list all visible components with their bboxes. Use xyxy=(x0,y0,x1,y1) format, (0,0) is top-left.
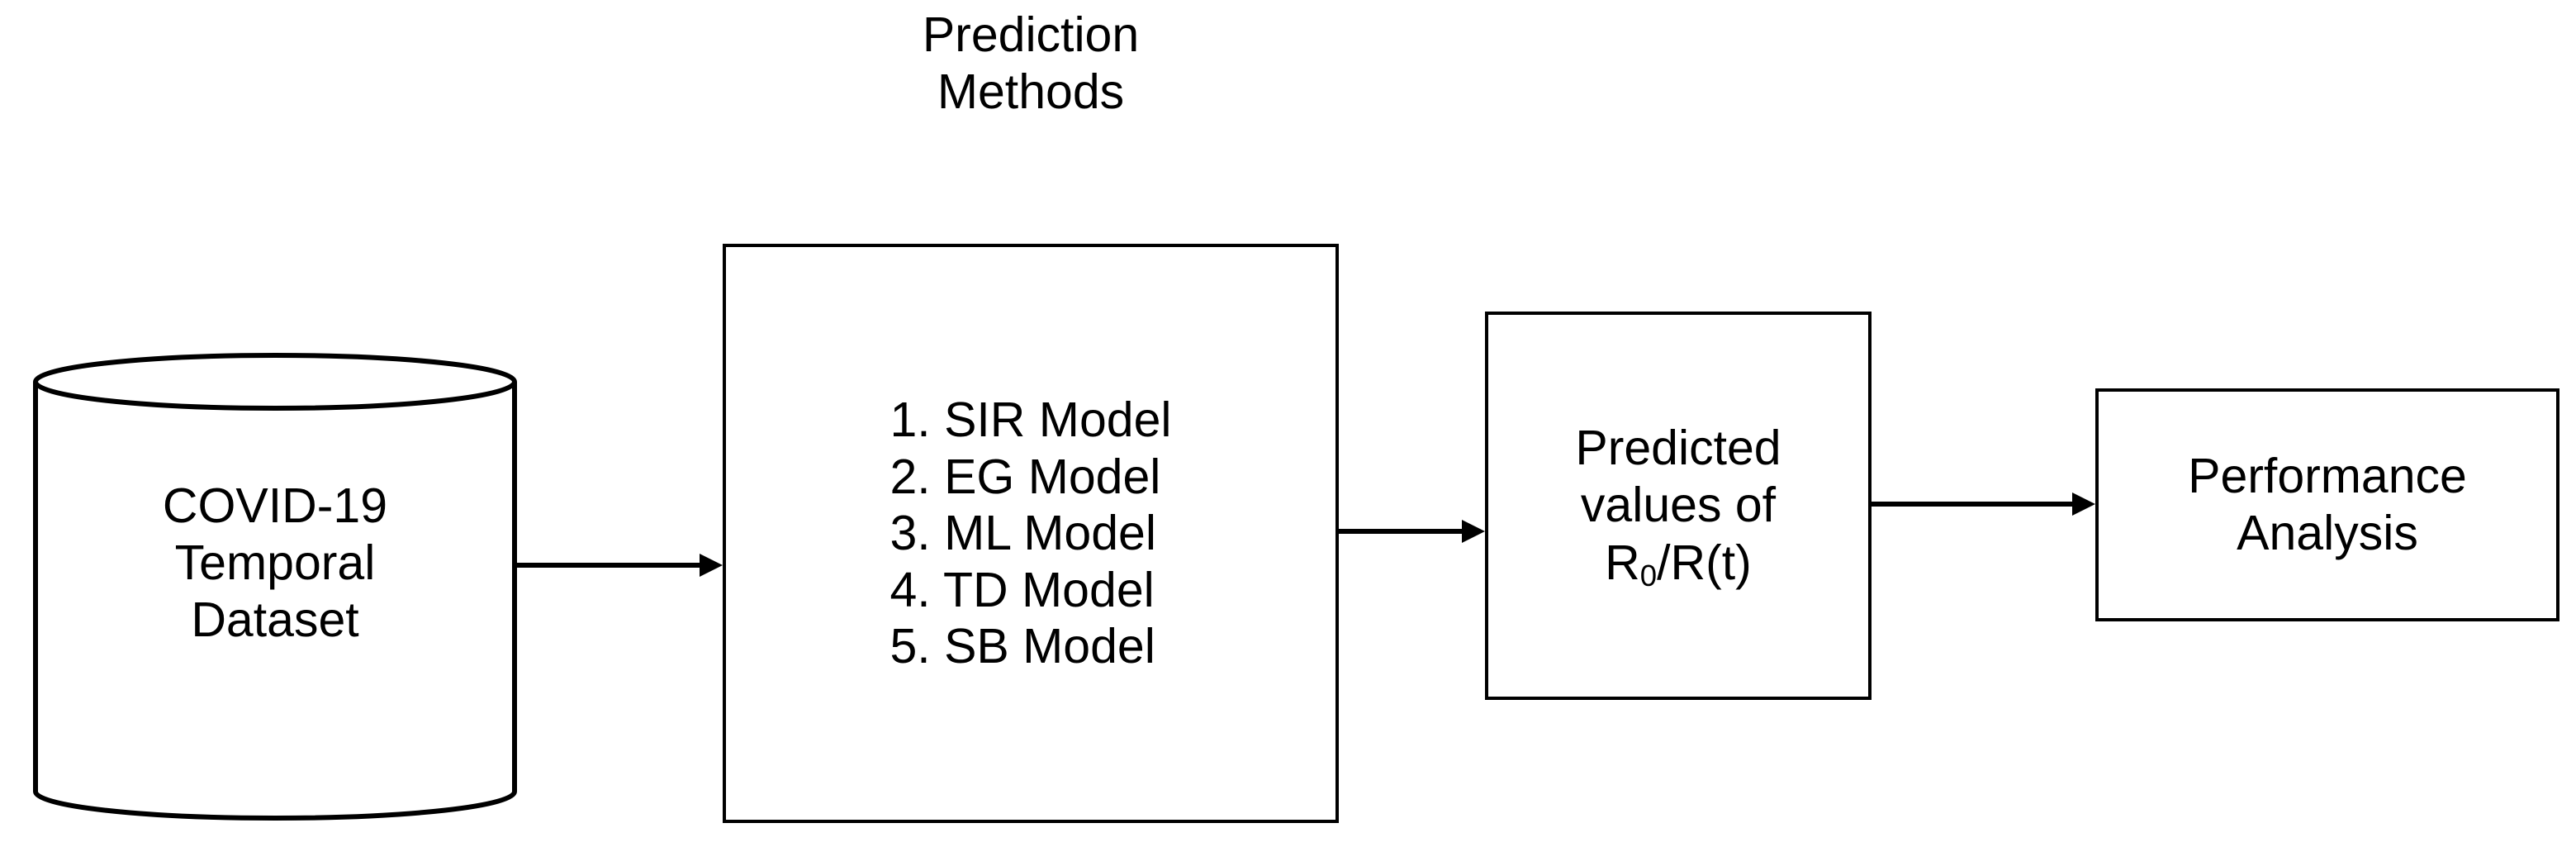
predicted-values-line1: Predicted xyxy=(1575,421,1781,476)
arrow-dataset-to-methods xyxy=(514,549,723,582)
performance-analysis-label: Performance Analysis xyxy=(2188,448,2467,560)
prediction-methods-title: Prediction Methods xyxy=(922,7,1140,120)
arrow-predicted-to-performance xyxy=(1872,488,2095,521)
r-subscript: 0 xyxy=(1639,558,1658,592)
database-label: COVID-19 Temporal Dataset xyxy=(162,478,388,648)
predicted-values-r-line: R0/R(t) xyxy=(1575,535,1781,592)
list-item: 2. EG Model xyxy=(890,449,1161,504)
performance-analysis-box[interactable]: Performance Analysis xyxy=(2095,388,2559,621)
prediction-methods-list: 1. SIR Model 2. EG Model 3. ML Model 4. … xyxy=(890,392,1171,674)
list-item: 3. ML Model xyxy=(890,506,1156,561)
predicted-values-text-group: Predicted values of R0/R(t) xyxy=(1575,420,1781,592)
arrow-methods-to-predicted xyxy=(1339,515,1485,548)
predicted-values-line2: values of xyxy=(1580,478,1777,533)
list-item: 5. SB Model xyxy=(890,619,1155,674)
arrow-icon xyxy=(514,554,723,577)
list-item: 4. TD Model xyxy=(890,562,1155,617)
arrow-icon xyxy=(1872,492,2095,516)
database-cylinder-covid-dataset[interactable]: COVID-19 Temporal Dataset xyxy=(33,353,517,821)
list-item: 1. SIR Model xyxy=(890,393,1172,448)
predicted-values-box[interactable]: Predicted values of R0/R(t) xyxy=(1485,312,1872,700)
r-symbol: R xyxy=(1605,535,1640,590)
r-rest: /R(t) xyxy=(1657,535,1752,590)
prediction-methods-box[interactable]: 1. SIR Model 2. EG Model 3. ML Model 4. … xyxy=(723,244,1339,823)
arrow-icon xyxy=(1339,520,1485,543)
cylinder-shape-icon xyxy=(33,353,517,821)
